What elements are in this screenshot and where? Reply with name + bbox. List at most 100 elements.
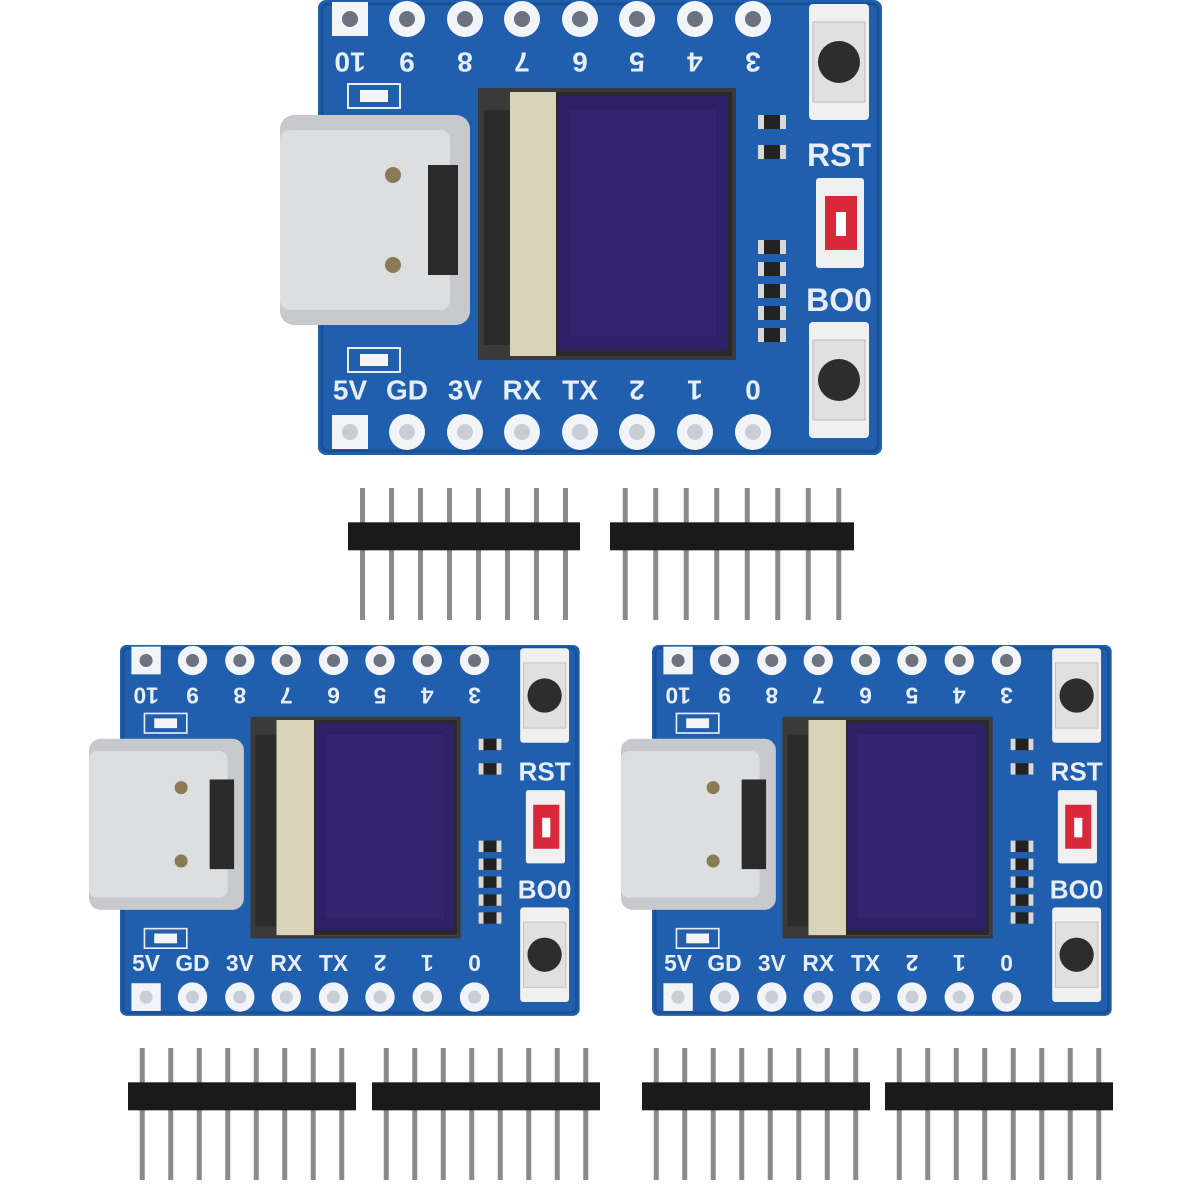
header-pin [389,488,394,620]
pin-hole [514,424,530,440]
header-pin [225,1048,231,1180]
header-pin [622,488,628,620]
pin-hole [629,11,645,27]
pin-label: 7 [514,47,530,78]
pin-label: TX [851,950,881,976]
header-pin [853,1048,859,1180]
header-pin [383,1048,389,1180]
header-pin [836,488,842,620]
pin-hole [399,424,415,440]
pin-hole [342,424,358,440]
smd-component [1010,858,1034,870]
pin-hole [952,653,966,668]
pin-hole [514,11,530,27]
header-plastic [642,1082,870,1111]
pin-label: 5 [905,683,918,709]
smd-component [758,284,786,298]
pin-hole [572,424,588,440]
pin-hole [373,653,387,668]
smd-component [1010,840,1034,853]
pin-hole [327,990,341,1004]
header-pin [714,488,720,620]
pin-hole [399,11,415,27]
pin-hole [279,653,293,668]
rst-label: RST [807,137,871,173]
header-pin [476,488,481,620]
led [686,718,710,729]
pin-label: GD [175,950,209,976]
header-pin [469,1048,475,1180]
pin-label: 9 [186,683,199,709]
pin-hole [139,990,153,1004]
pin-hole [342,11,358,27]
header-pin [1067,1048,1073,1180]
led [154,933,178,944]
header-pin [1039,1048,1045,1180]
header-pin [896,1048,902,1180]
pin-hole [629,424,645,440]
pin-hole [811,990,825,1004]
pin-label: 2 [374,950,387,976]
pin-label: 5 [629,47,645,78]
header-pin [418,488,423,620]
smd-component [478,858,502,870]
header-pin [168,1048,174,1180]
led-outline [143,927,188,949]
header-pin [563,488,568,620]
pin-label: 6 [572,47,588,78]
pin-header [885,1048,1113,1180]
pin-hole [457,11,473,27]
pin-hole [468,653,482,668]
header-pin [440,1048,446,1180]
pin-hole [718,990,732,1004]
rst-label: RST [1051,756,1103,786]
pin-hole [572,11,588,27]
smd-component [758,240,786,254]
pin-hole [457,424,473,440]
header-pin [653,488,659,620]
pin-hole [765,990,779,1004]
boot-label: BO0 [518,875,572,905]
header-pin [339,1048,345,1180]
pin-label: 5V [132,950,161,976]
pin-label: 8 [457,47,473,78]
button-cap [1059,937,1094,972]
header-pin [824,1048,830,1180]
pin-hole [745,424,761,440]
button-cap [527,937,562,972]
header-pin [982,1048,988,1180]
pin-hole [811,653,825,668]
pin-label: TX [319,950,349,976]
pin-hole [420,990,434,1004]
pin-label: 8 [233,683,246,709]
pin-hole [233,990,247,1004]
pin-label: 9 [718,683,731,709]
button-cap [818,41,860,83]
header-pin [1096,1048,1102,1180]
pin-label: 6 [327,683,340,709]
led-outline [675,712,720,734]
pin-label: 5 [373,683,386,709]
pin-label: 10 [133,683,158,709]
header-pin [653,1048,659,1180]
smd-component [478,738,502,751]
pin-label: 1 [687,375,703,406]
header-pin [554,1048,560,1180]
pin-label: 10 [334,47,365,78]
boot-label: BO0 [806,282,872,318]
smd-component [758,328,786,342]
header-pin [310,1048,316,1180]
header-plastic [348,522,580,551]
pin-label: 7 [812,683,825,709]
header-pin [253,1048,259,1180]
header-pin [505,488,510,620]
header-pin [282,1048,288,1180]
header-pin [767,1048,773,1180]
header-pin [412,1048,418,1180]
pin-label: 0 [745,375,761,406]
pin-hole [1000,990,1014,1004]
pin-hole [859,653,873,668]
